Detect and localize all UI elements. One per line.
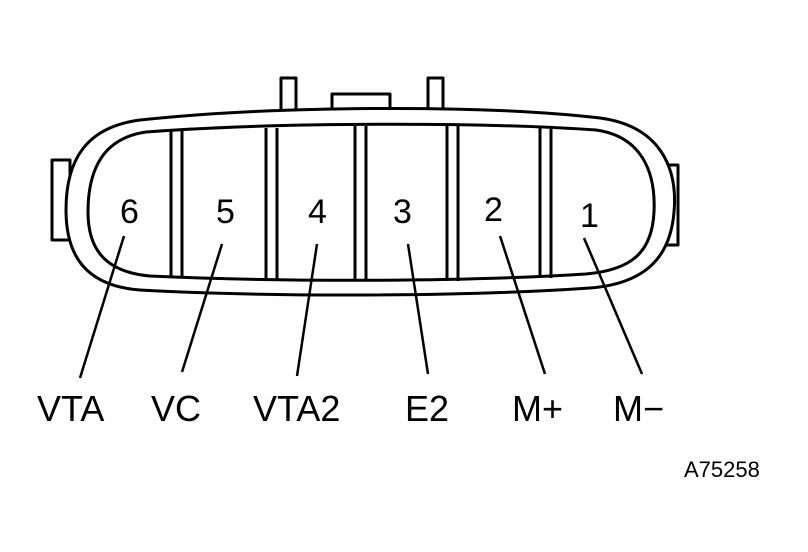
cavity-dividers [169, 126, 553, 281]
pin-number-4: 4 [308, 193, 327, 231]
leader-line-mplus [498, 235, 547, 375]
leader-line-mminus [582, 237, 644, 375]
housing-inner [86, 122, 656, 282]
signal-label-vc: VC [151, 388, 201, 429]
signal-labels: VTA VC VTA2 E2 M+ M− [37, 388, 664, 429]
pin-number-2: 2 [484, 191, 503, 229]
connector-housing [50, 76, 680, 297]
pin-number-1: 1 [580, 197, 599, 235]
housing-outer [64, 106, 677, 297]
signal-label-mplus: M+ [512, 388, 563, 429]
figure-code: A75258 [684, 457, 760, 482]
signal-label-e2: E2 [405, 388, 449, 429]
pin-number-3: 3 [393, 193, 412, 231]
pin-numbers: 6 5 4 3 2 1 [120, 191, 599, 235]
leader-line-vc [180, 243, 224, 373]
pin-number-5: 5 [216, 193, 235, 231]
signal-label-mminus: M− [613, 388, 664, 429]
leader-line-vta [78, 235, 126, 379]
leader-lines [78, 235, 644, 379]
leader-line-vta2 [295, 243, 319, 377]
signal-label-vta2: VTA2 [253, 388, 340, 429]
leader-line-e2 [406, 243, 430, 375]
pin-number-6: 6 [120, 193, 139, 231]
signal-label-vta: VTA [37, 388, 104, 429]
